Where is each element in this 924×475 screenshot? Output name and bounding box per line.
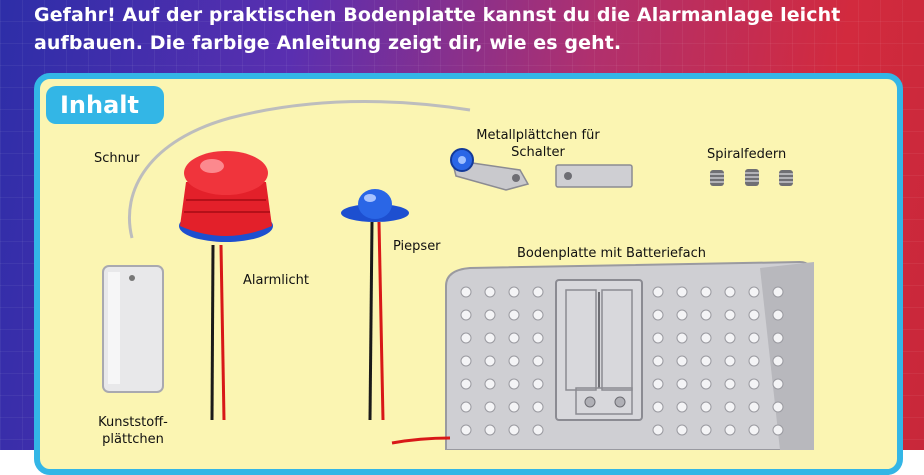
plate-hole [484, 286, 496, 298]
plate-hole [508, 309, 520, 321]
string-cord [127, 100, 471, 239]
intro-text: Gefahr! Auf der praktischen Bodenplatte … [34, 1, 914, 57]
plate-hole [484, 401, 496, 413]
plate-hole [652, 309, 664, 321]
plate-hole [508, 378, 520, 390]
plate-hole [652, 332, 664, 344]
label-kunst-line-1: Kunststoff- [98, 415, 168, 430]
plastic-plate [102, 265, 164, 393]
plate-hole [676, 355, 688, 367]
plate-hole [772, 309, 784, 321]
plate-hole [652, 401, 664, 413]
plate-hole [532, 424, 544, 436]
springs [710, 169, 793, 186]
intro-line-1: Gefahr! Auf der praktischen Bodenplatte … [34, 4, 841, 26]
plate-hole [460, 286, 472, 298]
plate-hole [460, 401, 472, 413]
plate-hole [700, 309, 712, 321]
panel-title: Inhalt [46, 86, 164, 124]
label-kunst-line-2: plättchen [102, 432, 164, 447]
plate-hole [484, 332, 496, 344]
plate-hole [772, 401, 784, 413]
plate-hole [532, 378, 544, 390]
plate-hole [724, 286, 736, 298]
plate-hole [484, 424, 496, 436]
plate-hole [724, 332, 736, 344]
plate-hole [508, 401, 520, 413]
plate-hole [652, 378, 664, 390]
plate-hole [676, 309, 688, 321]
plate-hole [508, 286, 520, 298]
plate-hole [772, 286, 784, 298]
intro-line-2: aufbauen. Die farbige Anleitung zeigt di… [34, 32, 622, 54]
label-metall-line-1: Metallplättchen für [476, 128, 600, 143]
siren-light [179, 151, 273, 421]
label-piepser: Piepser [393, 239, 441, 254]
plate-hole [700, 401, 712, 413]
plate-hole [532, 355, 544, 367]
plate-hole [676, 332, 688, 344]
plate-hole [748, 378, 760, 390]
plate-hole [508, 424, 520, 436]
parts-illustration [102, 100, 814, 450]
plate-hole [748, 401, 760, 413]
label-alarmlicht: Alarmlicht [243, 273, 309, 288]
plate-hole [532, 332, 544, 344]
plate-hole [748, 309, 760, 321]
label-spiralfedern: Spiralfedern [707, 147, 787, 162]
plate-hole [652, 286, 664, 298]
plate-hole [724, 424, 736, 436]
plate-hole [676, 378, 688, 390]
label-metall-line-2: Schalter [511, 145, 565, 160]
plate-hole [484, 355, 496, 367]
label-metallplaettchen: Metallplättchen für Schalter [460, 127, 616, 161]
metal-switch-plates [450, 148, 633, 191]
buzzer [341, 189, 409, 421]
plate-hole [508, 355, 520, 367]
plate-hole [460, 424, 472, 436]
plate-hole [772, 332, 784, 344]
label-bodenplatte: Bodenplatte mit Batteriefach [517, 246, 706, 261]
plate-hole [484, 309, 496, 321]
plate-hole [460, 332, 472, 344]
plate-hole [700, 332, 712, 344]
plate-hole [676, 424, 688, 436]
plate-hole [724, 355, 736, 367]
plate-hole [676, 286, 688, 298]
plate-hole [724, 401, 736, 413]
plate-hole [532, 309, 544, 321]
plate-hole [748, 355, 760, 367]
plate-hole [532, 401, 544, 413]
plate-hole [460, 355, 472, 367]
plate-hole [460, 378, 472, 390]
plate-hole [652, 355, 664, 367]
plate-hole [700, 378, 712, 390]
plate-hole [772, 378, 784, 390]
plate-hole [652, 424, 664, 436]
plate-hole [724, 378, 736, 390]
plate-hole [700, 424, 712, 436]
plate-hole [748, 286, 760, 298]
label-kunststoffplaettchen: Kunststoff- plättchen [85, 414, 181, 448]
plate-hole [772, 355, 784, 367]
base-plate [391, 260, 814, 450]
plate-hole [748, 424, 760, 436]
plate-hole [460, 309, 472, 321]
plate-hole [532, 286, 544, 298]
plate-hole [700, 355, 712, 367]
label-schnur: Schnur [94, 151, 140, 166]
plate-hole [508, 332, 520, 344]
plate-hole [724, 309, 736, 321]
plate-hole [748, 332, 760, 344]
plate-hole [700, 286, 712, 298]
plate-hole [676, 401, 688, 413]
plate-hole [772, 424, 784, 436]
plate-hole [484, 378, 496, 390]
